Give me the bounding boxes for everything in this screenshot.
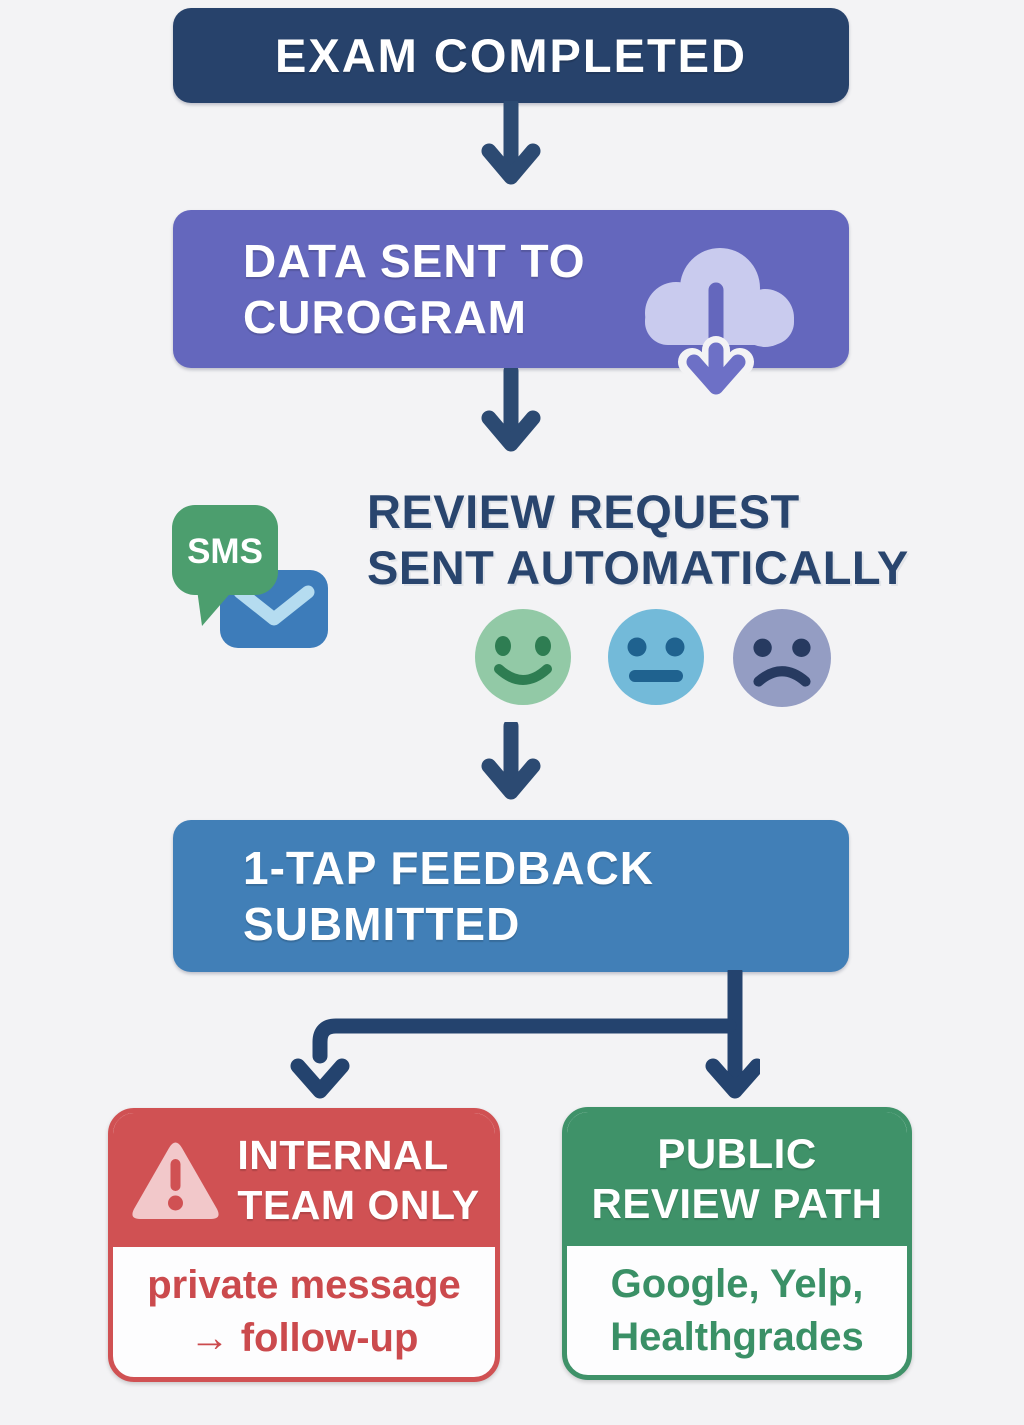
sad-face-icon [733,609,831,707]
down-arrow-icon [481,101,541,185]
down-arrow-icon [481,722,541,800]
exam-completed-label: EXAM COMPLETED [275,28,747,82]
internal-team-card: INTERNAL TEAM ONLY private message → fol… [108,1108,500,1382]
sms-badge-label: SMS [187,532,263,571]
branch-connector-arrows [290,970,760,1099]
neutral-face-icon [608,609,704,705]
feedback-label-line1: 1-TAP FEEDBACK [243,842,654,894]
feedback-label-line2: SUBMITTED [243,898,521,950]
public-detail-line2: Healthgrades [610,1315,864,1359]
review-request-heading: REVIEW REQUEST SENT AUTOMATICALLY [367,484,909,596]
public-title-line1: PUBLIC [657,1130,817,1177]
public-title-line2: REVIEW PATH [591,1180,883,1227]
warning-triangle-icon [132,1142,219,1219]
internal-detail-line1: private message [147,1263,461,1307]
internal-team-header: INTERNAL TEAM ONLY [113,1113,495,1247]
data-sent-label-line1: DATA SENT TO [243,235,586,287]
data-sent-label-line2: CUROGRAM [243,291,527,343]
public-review-card: PUBLIC REVIEW PATH Google, Yelp, Healthg… [562,1107,912,1380]
review-request-line1: REVIEW REQUEST [367,485,800,538]
internal-detail-line2: → follow-up [189,1316,419,1360]
happy-face-icon [475,609,571,705]
public-review-detail: Google, Yelp, Healthgrades [567,1246,907,1375]
down-arrow-icon [481,368,541,452]
internal-title-line1: INTERNAL [237,1132,449,1178]
exam-completed-box: EXAM COMPLETED [173,8,849,103]
public-detail-line1: Google, Yelp, [610,1262,864,1306]
review-request-line2: SENT AUTOMATICALLY [367,541,909,594]
public-review-header: PUBLIC REVIEW PATH [567,1112,907,1246]
one-tap-feedback-box: 1-TAP FEEDBACK SUBMITTED [173,820,849,972]
internal-team-detail: private message → follow-up [113,1247,495,1377]
internal-title-line2: TEAM ONLY [237,1182,480,1228]
sms-message-icon: SMS [172,505,328,648]
cloud-download-icon [645,248,794,402]
